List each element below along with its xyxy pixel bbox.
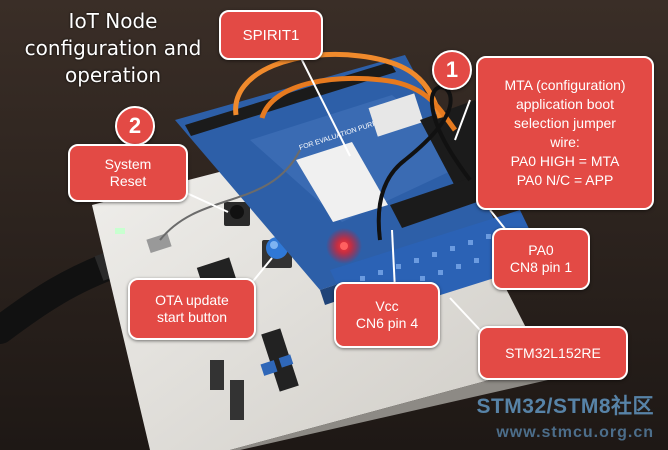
diagram-title: IoT Node configuration and operation	[6, 8, 220, 89]
callout-vcc-line-2: CN6 pin 4	[355, 315, 419, 331]
callout-vcc: Vcc CN6 pin 4	[334, 282, 440, 348]
reset-button-cap	[230, 205, 244, 219]
orange-wire-2	[259, 75, 458, 132]
callout-ota-button: OTA update start button	[128, 278, 256, 340]
callout-mcu-label: STM32L152RE	[505, 344, 601, 361]
callout-spirit1: SPIRIT1	[219, 10, 323, 60]
callout-reset-line-2: Reset	[109, 173, 147, 189]
watermark-url: www.stmcu.org.cn	[496, 424, 654, 441]
title-line-2: configuration and	[24, 36, 202, 60]
callout-system-reset: System Reset	[68, 144, 188, 202]
callout-ota-line-2: start button	[156, 309, 228, 325]
module-chip	[368, 93, 424, 137]
callout-mta-jumper: MTA (configuration) application boot sel…	[476, 56, 654, 210]
callout-ota-line-1: OTA update	[155, 292, 229, 308]
callout-mta-line-6: PA0 N/C = APP	[516, 172, 614, 188]
callout-spirit1-label: SPIRIT1	[242, 26, 300, 44]
st-logo-icon	[260, 354, 294, 376]
callout-vcc-line-1: Vcc	[375, 298, 399, 314]
callout-mta-line-1: MTA (configuration)	[504, 77, 626, 93]
red-led	[340, 242, 348, 250]
callout-mta-line-2: application boot	[515, 96, 615, 112]
watermark-brand: STM32/STM8社区	[476, 395, 654, 418]
callout-stm32l152re: STM32L152RE	[478, 326, 628, 380]
title-line-3: operation	[64, 63, 162, 87]
marker-2: 2	[115, 106, 155, 146]
callout-mta-line-5: PA0 HIGH = MTA	[510, 153, 620, 169]
callout-pa0-line-1: PA0	[528, 242, 554, 258]
title-line-1: IoT Node	[68, 9, 158, 33]
callout-mta-line-3: selection jumper	[514, 115, 616, 131]
board-led	[115, 228, 125, 234]
marker-1: 1	[432, 50, 472, 90]
callout-pa0-line-2: CN8 pin 1	[509, 259, 573, 275]
grey-cable	[159, 149, 301, 241]
callout-reset-line-1: System	[104, 156, 152, 172]
module-white-label	[296, 142, 388, 222]
callout-pa0: PA0 CN8 pin 1	[492, 228, 590, 290]
board-component	[146, 232, 172, 254]
black-jumper-wire	[376, 85, 472, 241]
callout-mta-line-4: wire:	[550, 134, 580, 150]
orange-wire-1	[233, 51, 443, 119]
callout-pointers	[179, 55, 511, 331]
